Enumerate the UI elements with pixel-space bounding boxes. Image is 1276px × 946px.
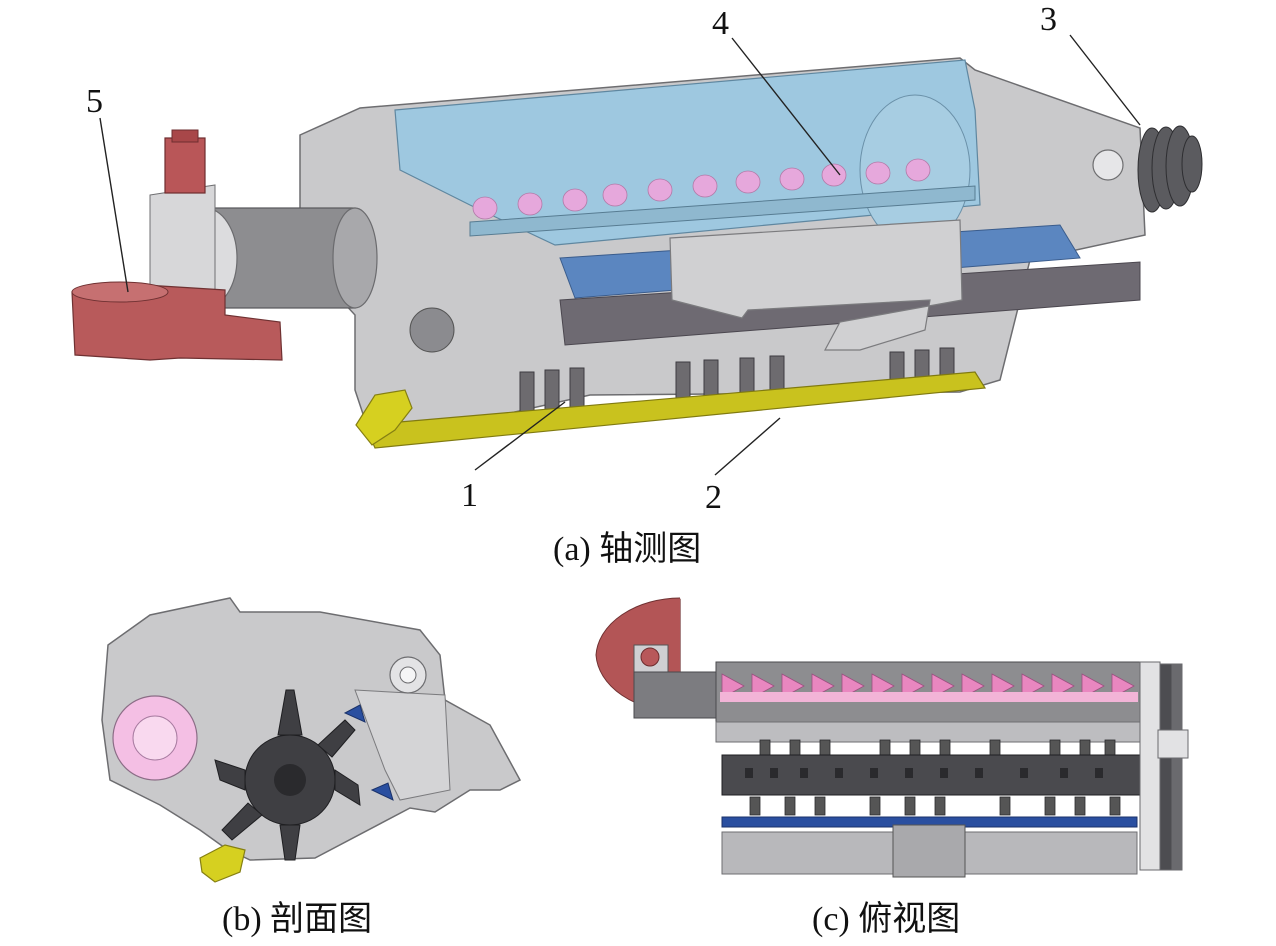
top-frame-upper	[715, 721, 1142, 743]
callout-5: 5	[86, 83, 103, 120]
top-left-shaft	[633, 671, 725, 719]
top-rotor-slots	[745, 768, 1103, 778]
isometric-bracket	[669, 219, 963, 351]
top-auger-flights	[720, 673, 1138, 702]
isometric-yellow-hinge	[355, 389, 413, 446]
caption-c: (c) 俯视图	[812, 900, 960, 938]
callout-3: 3	[1040, 1, 1057, 38]
isometric-auger-flights	[472, 158, 931, 220]
top-lower-knives	[749, 796, 1121, 816]
section-panel	[354, 689, 451, 801]
isometric-blade-holders	[519, 347, 955, 413]
isometric-end-disc	[1092, 149, 1124, 181]
callout-leader-4	[731, 37, 841, 176]
isometric-side-flange	[409, 307, 455, 353]
callout-leader-3	[1069, 34, 1141, 126]
caption-b: (b) 剖面图	[222, 900, 372, 938]
callout-4: 4	[712, 5, 729, 42]
callout-leader-2	[714, 417, 781, 476]
section-blue-blade-2	[370, 782, 394, 801]
callout-1: 1	[461, 477, 478, 514]
section-blue-blade-1	[343, 704, 366, 723]
caption-a: (a) 轴测图	[553, 530, 701, 568]
section-view: (b) 剖面图	[101, 597, 522, 938]
isometric-rail	[469, 185, 976, 237]
top-view: (c) 俯视图	[595, 597, 1189, 938]
top-right-endplate	[1139, 661, 1189, 871]
isometric-view: 1 2 3 4 5 (a) 轴测图	[71, 1, 1203, 568]
isometric-belt-pulleys	[1137, 125, 1203, 213]
callout-2: 2	[705, 479, 722, 516]
top-center-bracket	[892, 824, 966, 878]
isometric-red-motor	[71, 129, 283, 361]
top-dark-rotor	[721, 754, 1141, 796]
callout-leader-5	[99, 117, 129, 293]
section-yellow-hinge	[199, 844, 246, 883]
callout-leader-1	[474, 401, 566, 471]
